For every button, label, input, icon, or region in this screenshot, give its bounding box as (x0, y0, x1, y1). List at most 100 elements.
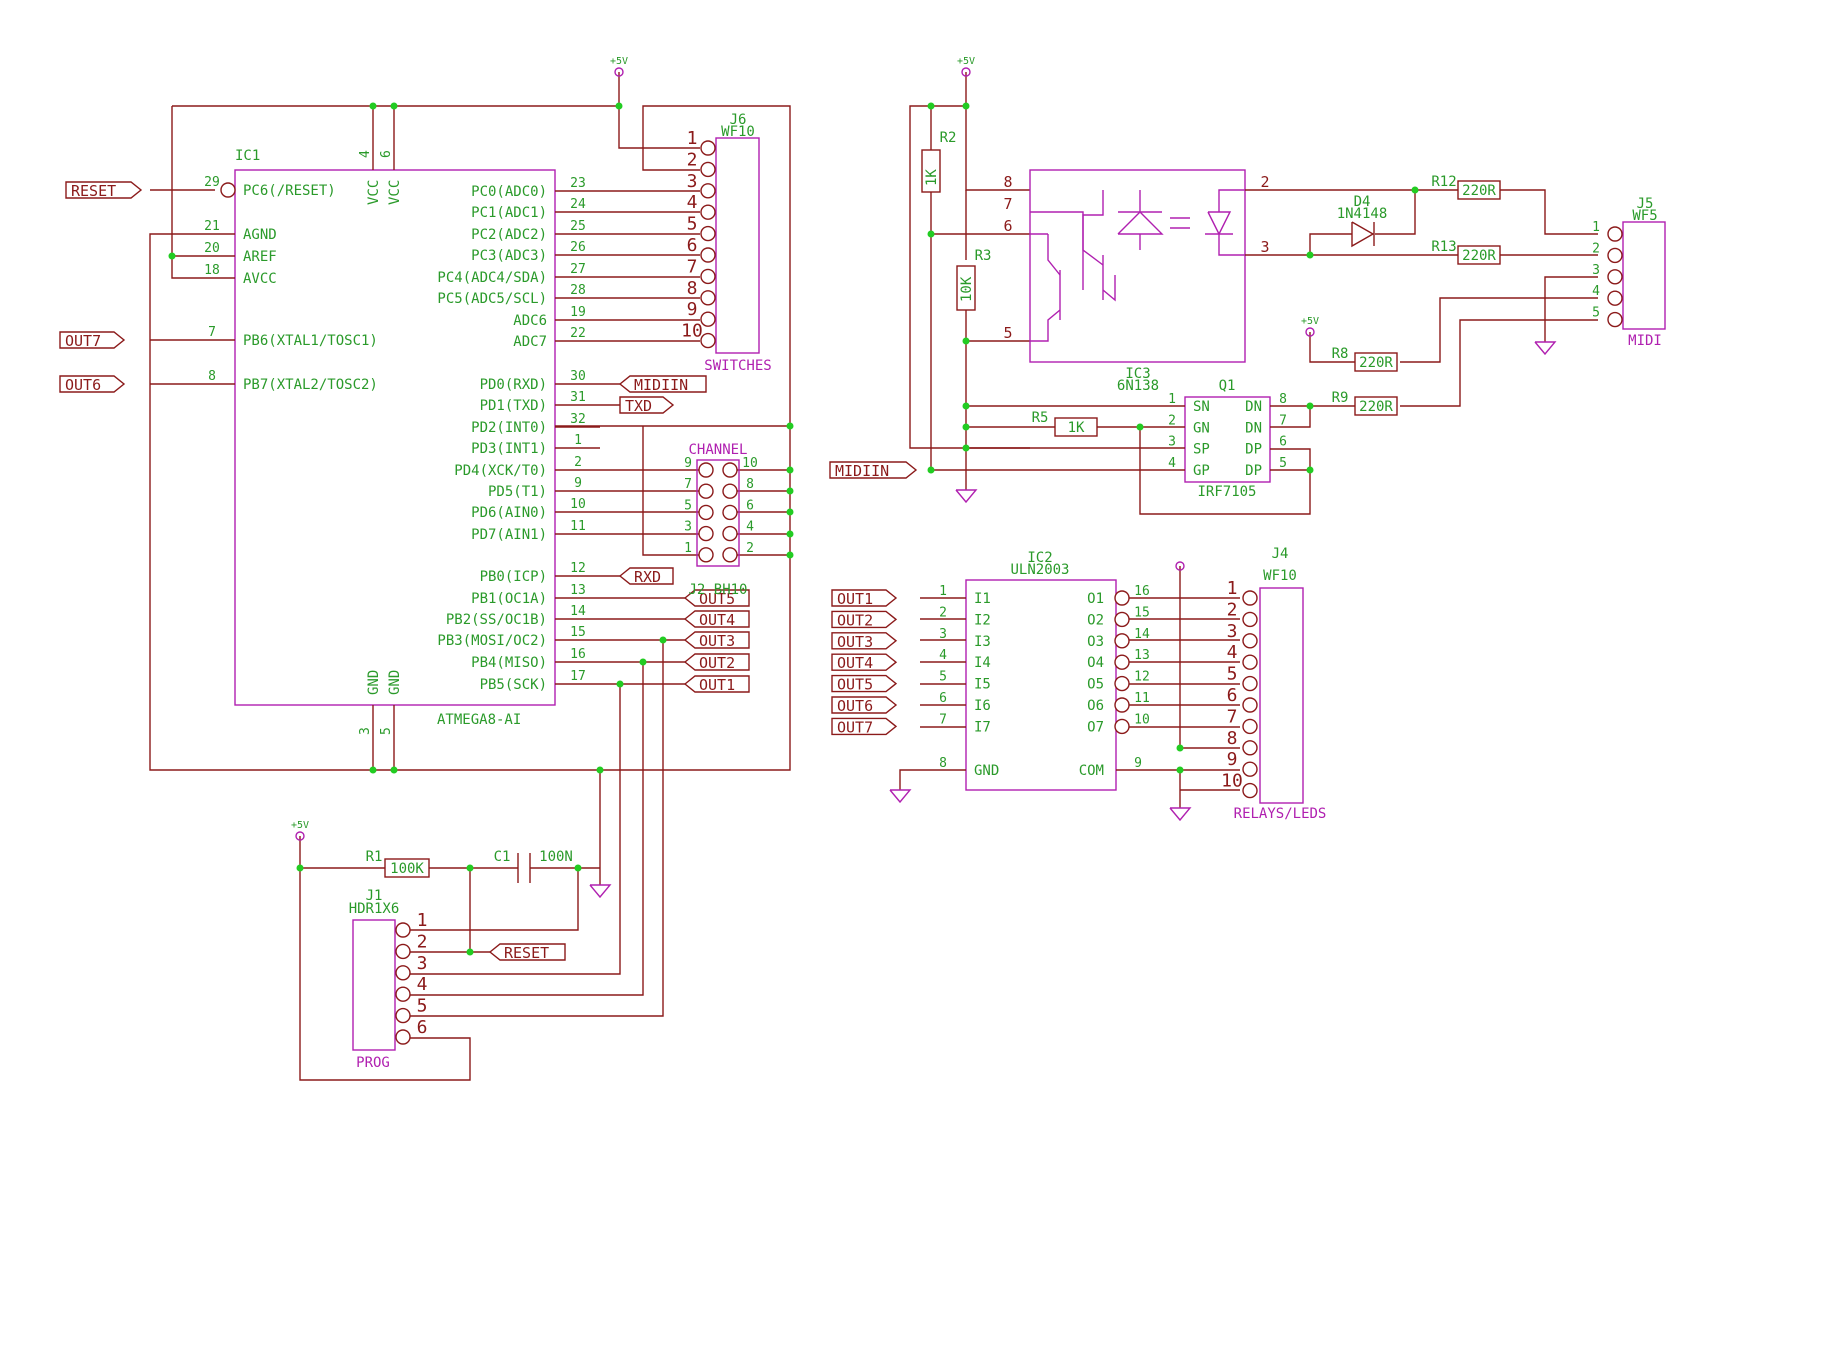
j1-pin (395, 1029, 411, 1045)
j6-pin (700, 183, 716, 199)
label-reset-prog-flag (488, 943, 566, 961)
label-reset-prog: RESET (504, 944, 549, 962)
ic2-pin-name: O1 (1087, 591, 1104, 607)
ic1-vcc-label: VCC (366, 180, 382, 205)
j1-pin-number: 2 (417, 931, 428, 952)
junction-dot (1306, 251, 1314, 259)
j2-pin-number: 6 (746, 498, 754, 513)
j4-pin-number: 7 (1227, 706, 1238, 727)
j2-pin (722, 483, 738, 499)
label-reset-flag (65, 181, 143, 199)
j6-pin-number: 9 (687, 299, 698, 320)
ic2-out-pin (1114, 590, 1130, 606)
ic1-pin-number: 10 (570, 497, 586, 512)
junction-dot (615, 102, 623, 110)
ic2-pin-number: 16 (1134, 584, 1150, 599)
ic3-pin-number: 5 (1003, 324, 1012, 342)
q1-pin-name: SP (1193, 442, 1210, 458)
ic1-pin-name: ADC6 (513, 313, 547, 329)
ic2-input-label-flag (831, 696, 898, 714)
label-out1-flag (683, 675, 750, 693)
j1-pin (395, 943, 411, 960)
j6-pin (700, 225, 716, 242)
label-rxd-flag (618, 567, 674, 585)
power-label: +5V (291, 820, 309, 831)
ic1-pin-name: AGND (243, 227, 277, 243)
ic1-pin-name: PD6(AIN0) (471, 505, 547, 521)
label-out7-flag (59, 331, 126, 349)
ic1-pin-name: PC1(ADC1) (471, 205, 547, 221)
ic1-pin-name: PD1(TXD) (480, 398, 547, 414)
j1-pin (395, 965, 411, 981)
junction-dot (296, 864, 304, 872)
junction-dot (786, 422, 794, 430)
ic1-pin-number: 27 (570, 262, 586, 277)
junction-dot (616, 680, 624, 688)
q1-pin-number: 5 (1279, 456, 1287, 471)
j2-pin-number: 9 (684, 456, 692, 471)
q1-pin-number: 1 (1168, 392, 1176, 407)
q1-pin-number: 3 (1168, 435, 1176, 450)
j4-pin (1242, 697, 1258, 713)
ic2-pin-number: 7 (939, 712, 947, 727)
ic1-pin-number: 12 (570, 561, 586, 576)
j2-pin (698, 504, 714, 521)
r13-value: 220R (1462, 248, 1496, 264)
j2-pin-number: 5 (684, 498, 692, 513)
ic1-pin-number: 29 (204, 175, 220, 190)
junction-dot (659, 636, 667, 644)
ic2-pin-number: 8 (939, 756, 947, 771)
j4-pin-number: 10 (1221, 771, 1243, 792)
j5-pin-number: 4 (1592, 284, 1600, 299)
q1-pin-name: DP (1245, 463, 1262, 479)
label-out7: OUT7 (65, 332, 101, 350)
j5-pin-number: 3 (1592, 263, 1600, 278)
ic2-input-label-flag (831, 653, 898, 671)
junction-dot (786, 466, 794, 474)
d4-name: D4 (1354, 194, 1371, 210)
r9-name: R9 (1332, 390, 1349, 406)
ic1-pin-name: PD7(AIN1) (471, 527, 547, 543)
ic1-pin-name: PD2(INT0) (471, 420, 547, 436)
j1-pin-number: 1 (417, 910, 428, 931)
r2-name: R2 (940, 130, 957, 146)
j6-pin-number: 2 (687, 149, 698, 170)
junction-dot (786, 508, 794, 516)
junction-dot (390, 102, 398, 110)
j2-pin (722, 525, 738, 542)
ic1-value: ATMEGA8-AI (437, 712, 521, 728)
j4-value: WF10 (1263, 568, 1297, 584)
ic1-pin-number: 21 (204, 219, 220, 234)
ic2-pin-number: 9 (1134, 756, 1142, 771)
junction-dot (786, 551, 794, 559)
label-out3: OUT3 (699, 632, 735, 650)
ic2-input-label-flag (831, 632, 898, 650)
label-out5-flag (683, 589, 750, 607)
q1-pin-name: DN (1245, 399, 1262, 415)
junction-dot (369, 102, 377, 110)
j2-name: J2 BH10 (688, 582, 747, 598)
j1-pin (395, 922, 411, 938)
q1-pin-name: SN (1193, 399, 1210, 415)
ic1-pin-name: AVCC (243, 271, 277, 287)
ic2-pin-number: 13 (1134, 648, 1150, 663)
q1-pin-name: DP (1245, 442, 1262, 458)
ic2-pin-name: I3 (974, 634, 991, 650)
ic2-pin-name: COM (1079, 763, 1104, 779)
ic2-input-label: OUT4 (837, 654, 873, 672)
j5-pin-number: 2 (1592, 241, 1600, 256)
ic1-name: IC1 (235, 148, 260, 164)
r5-name: R5 (1032, 410, 1049, 426)
ic2-pin-number: 11 (1134, 691, 1150, 706)
junction-dot (927, 230, 935, 238)
j6-caption: SWITCHES (704, 358, 771, 374)
ic1-pin-name: PB3(MOSI/OC2) (437, 633, 547, 649)
j2-caption: CHANNEL (688, 442, 747, 458)
j5-name: J5 (1637, 196, 1654, 212)
j5-pin-number: 5 (1592, 306, 1600, 321)
j2-pin-number: 4 (746, 520, 754, 535)
j6-pin-number: 10 (681, 321, 703, 342)
ic1-pin-number: 18 (204, 263, 220, 278)
ic2-name: IC2 (1027, 550, 1052, 566)
